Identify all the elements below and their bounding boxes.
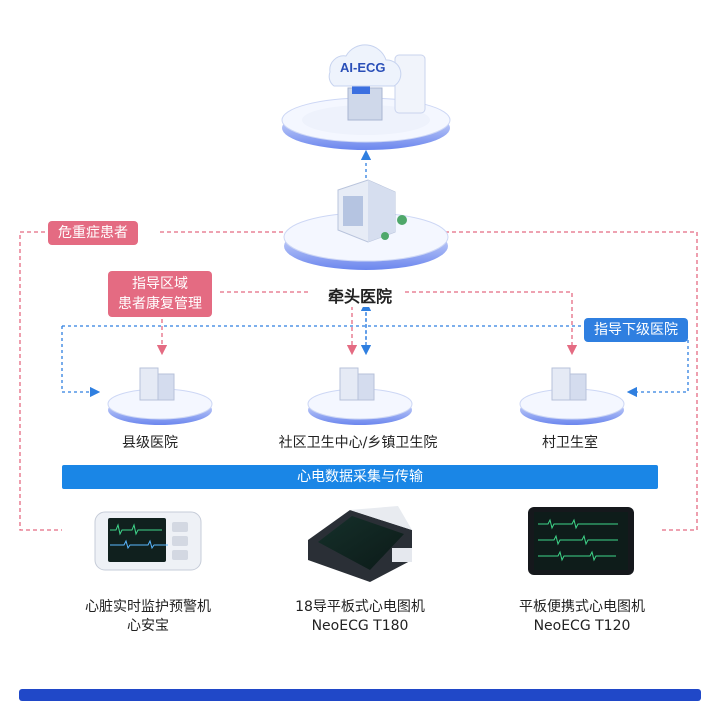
- device-name-monitor: 心脏实时监护预警机 心安宝: [85, 598, 211, 636]
- device-name-t120: 平板便携式心电图机 NeoECG T120: [519, 598, 645, 636]
- village-clinic-illustration: [519, 367, 625, 425]
- bottom-bar: [19, 689, 701, 701]
- guide-region-line1: 指导区域: [132, 276, 188, 292]
- hub-hospital-illustration: [283, 179, 449, 270]
- device-monitor-image: [94, 511, 202, 571]
- device-monitor-line1: 心脏实时监护预警机: [85, 599, 211, 615]
- hospital-name-county: 县级医院: [122, 435, 178, 451]
- hospital-name-community: 社区卫生中心/乡镇卫生院: [278, 435, 438, 451]
- device-t180-line1: 18导平板式心电图机: [295, 599, 425, 615]
- community-hospital-illustration: [307, 367, 413, 425]
- hospital-name-village: 村卫生室: [542, 435, 598, 451]
- device-name-t180: 18导平板式心电图机 NeoECG T180: [295, 598, 425, 636]
- guide-region-tag: 指导区域 患者康复管理: [108, 271, 212, 317]
- hub-hospital-name: 牵头医院: [321, 283, 399, 307]
- guide-region-line2: 患者康复管理: [118, 296, 202, 312]
- guide-lower-tag: 指导下级医院: [584, 318, 688, 342]
- cloud-platform: [281, 44, 451, 150]
- device-tablet-ecg-t120-image: [528, 507, 634, 575]
- cloud-label: AI-ECG: [340, 60, 386, 75]
- device-tablet-ecg-t180-image: [308, 506, 412, 582]
- device-t180-line2: NeoECG T180: [311, 618, 409, 634]
- device-monitor-line2: 心安宝: [127, 618, 169, 634]
- device-t120-line2: NeoECG T120: [533, 618, 631, 634]
- county-hospital-illustration: [107, 367, 213, 425]
- data-collection-band: 心电数据采集与传输: [62, 465, 658, 489]
- critical-patient-tag: 危重症患者: [48, 221, 138, 245]
- device-t120-line1: 平板便携式心电图机: [519, 599, 645, 615]
